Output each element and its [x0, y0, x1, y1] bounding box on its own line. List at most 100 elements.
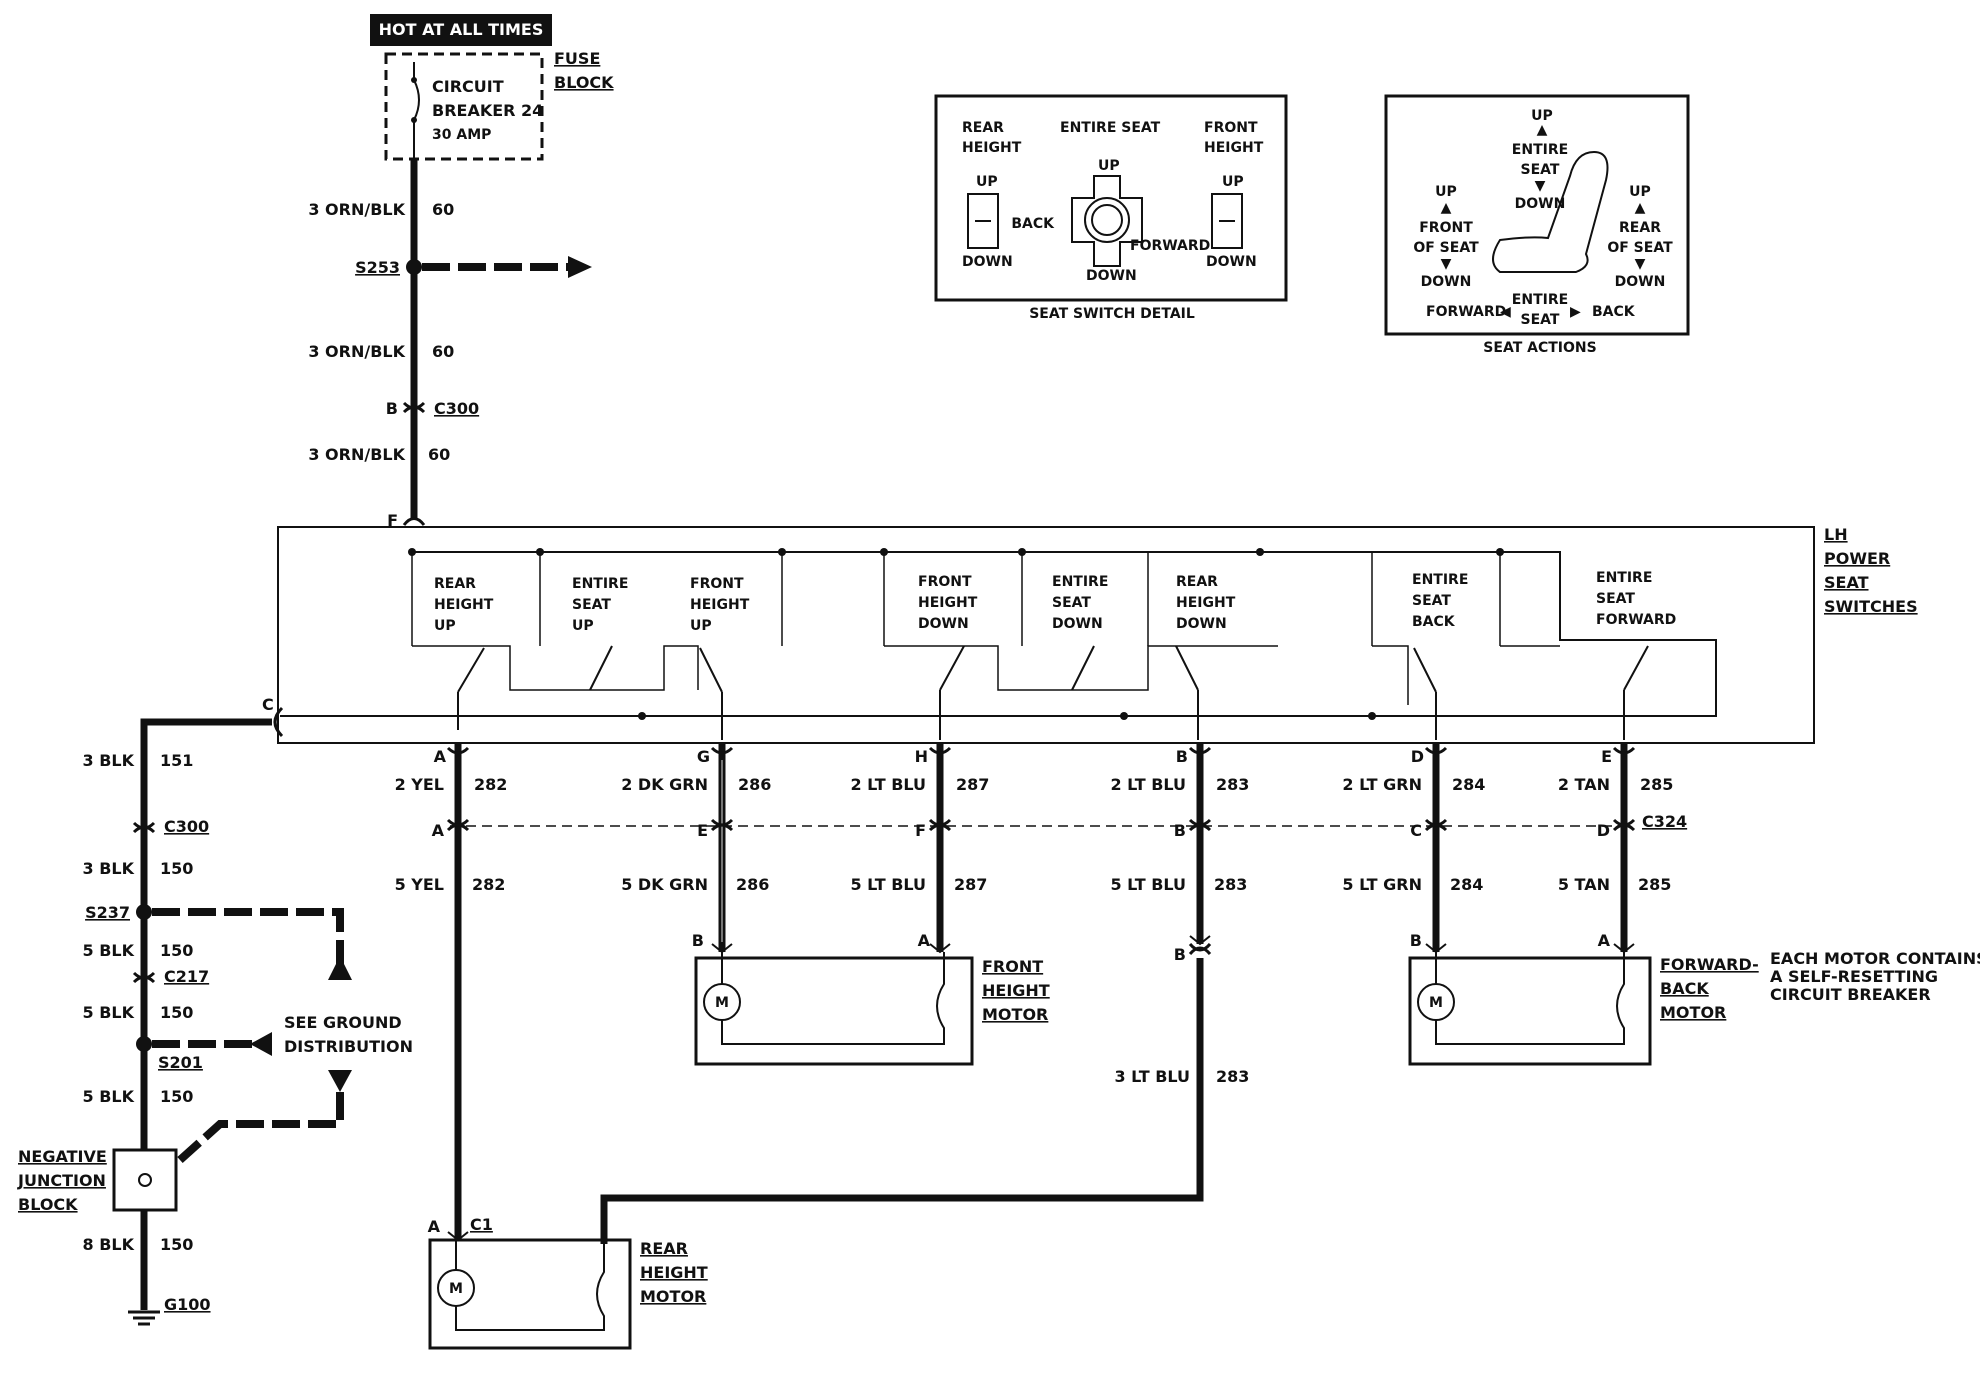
pin-connector-symbol — [928, 746, 952, 755]
s201-arrow — [250, 1032, 272, 1056]
c324-connector-symbol — [1612, 818, 1636, 832]
ssd-entire-up: UP — [1098, 158, 1120, 174]
gnd-w3-circuit: 150 — [160, 941, 193, 960]
front-motor-pin-a: A — [918, 931, 931, 950]
output-upper-wire: 2 LT GRN — [1342, 775, 1422, 794]
switch-label: SEAT — [1596, 591, 1635, 607]
ground-wire — [140, 718, 272, 1310]
fb-motor-name-2: BACK — [1660, 979, 1709, 998]
circuit-breaker-symbol — [413, 62, 420, 160]
front-motor-name-1: FRONT — [982, 957, 1043, 976]
c324-connector-symbol — [1424, 818, 1448, 832]
gnd-s237: S237 — [85, 903, 130, 922]
switch-label: HEIGHT — [690, 597, 750, 613]
output-lower-wire: 5 DK GRN — [621, 875, 708, 894]
feed-wire3-circuit: 60 — [428, 445, 450, 464]
rear-motor-name-3: MOTOR — [640, 1287, 706, 1306]
switch-blade — [589, 645, 613, 691]
front-height-motor: M B A FRONT HEIGHT MOTOR — [692, 931, 1050, 1066]
c324-connector-symbol — [1188, 818, 1212, 832]
switch-entire-seat-back: ENTIRE SEAT BACK — [1412, 572, 1468, 740]
switch-pin-f: F — [387, 511, 398, 530]
output-upper-wire: 2 TAN — [1558, 775, 1610, 794]
rear-height-motor: M A C1 REAR HEIGHT MOTOR — [428, 1215, 708, 1350]
gnd-c217-symbol — [132, 971, 156, 984]
output-lower-wire: 5 TAN — [1558, 875, 1610, 894]
svg-text:▼: ▼ — [1635, 256, 1646, 272]
breaker-name: CIRCUIT — [432, 77, 504, 96]
output-pin-mid: D — [1597, 821, 1610, 840]
feed-wire3-gauge: 3 ORN/BLK — [308, 445, 405, 464]
return-node — [1120, 712, 1128, 720]
switch-label: DOWN — [1176, 616, 1227, 632]
output-lower-circuit: 286 — [736, 875, 769, 894]
switch-bus — [280, 551, 1717, 717]
switch-label: ENTIRE — [1412, 572, 1468, 588]
pin-connector-symbol — [710, 746, 734, 755]
switch-label: FRONT — [690, 576, 744, 592]
gnd-w3-gauge: 5 BLK — [83, 941, 135, 960]
switch-blade — [1175, 645, 1199, 740]
switch-label: DOWN — [918, 616, 969, 632]
splice-s237 — [136, 904, 152, 920]
gnd-w6-circuit: 150 — [160, 1235, 193, 1254]
motor-m: M — [715, 995, 729, 1011]
fuse-block-label-1: FUSE — [554, 49, 600, 68]
motor-icon — [437, 1269, 475, 1307]
sa-front-2: OF SEAT — [1413, 240, 1479, 256]
s237-branch — [152, 908, 344, 964]
gnd-c300-symbol — [132, 821, 156, 834]
seat-switch-detail-caption: SEAT SWITCH DETAIL — [1029, 306, 1195, 322]
switch-label: BACK — [1412, 614, 1456, 630]
ssd-entire-seat: ENTIRE SEAT — [1060, 120, 1161, 136]
output-pin-top: E — [1601, 747, 1612, 766]
ssd-rear-2: HEIGHT — [962, 140, 1022, 156]
fuse-block — [384, 52, 544, 161]
switch-label: ENTIRE — [1052, 574, 1108, 590]
rear-height-feed-wire — [600, 958, 1204, 1244]
gnd-w2-gauge: 3 BLK — [83, 859, 135, 878]
output-lower-circuit: 284 — [1450, 875, 1483, 894]
ssd-rear-1: REAR — [962, 120, 1004, 136]
switch-label: FORWARD — [1596, 612, 1676, 628]
svg-text:▲: ▲ — [1635, 200, 1646, 216]
sa-entire-down: DOWN — [1515, 196, 1566, 212]
sa-entire-2: SEAT — [1521, 162, 1560, 178]
negative-junction-block — [112, 1148, 178, 1212]
switch-blade — [939, 645, 965, 740]
rear-lower-pin: B — [1174, 945, 1186, 964]
fb-motor-pin-a: A — [1598, 931, 1611, 950]
output-upper-wire: 2 LT BLU — [1110, 775, 1186, 794]
switch-entire-seat-down: ENTIRE SEAT DOWN — [1052, 574, 1108, 691]
seat-icon — [1492, 150, 1609, 273]
switch-label: FRONT — [918, 574, 972, 590]
motor-icon — [703, 983, 741, 1021]
output-pin-top: G — [697, 747, 710, 766]
sa-rear-up: UP — [1629, 184, 1651, 200]
gnd-c217: C217 — [164, 967, 209, 986]
output-pin-mid: C — [1410, 821, 1422, 840]
fuse-block-label-2: BLOCK — [554, 73, 614, 92]
output-upper-circuit: 283 — [1216, 775, 1249, 794]
front-rocker-switch-icon — [1211, 193, 1243, 249]
switch-label: REAR — [1176, 574, 1218, 590]
switch-pin-c: C — [262, 695, 274, 714]
njb-terminal — [138, 1173, 152, 1187]
hot-at-all-times-banner — [370, 14, 552, 46]
gnd-w6-gauge: 8 BLK — [83, 1235, 135, 1254]
c324-connector-symbol — [446, 818, 470, 832]
pin-connector-symbol — [1612, 746, 1636, 755]
gnd-s201: S201 — [158, 1053, 203, 1072]
gnd-w4-gauge: 5 BLK — [83, 1003, 135, 1022]
switch-front-height-down: FRONT HEIGHT DOWN — [918, 574, 978, 740]
sa-forward: FORWARD — [1426, 304, 1506, 320]
output-lower-wire: 5 LT GRN — [1342, 875, 1422, 894]
output-pin-top: A — [434, 747, 447, 766]
ssd-front-1: FRONT — [1204, 120, 1258, 136]
output-upper-wire: 2 LT BLU — [850, 775, 926, 794]
gnd-c300: C300 — [164, 817, 209, 836]
njb-label-3: BLOCK — [18, 1195, 78, 1214]
